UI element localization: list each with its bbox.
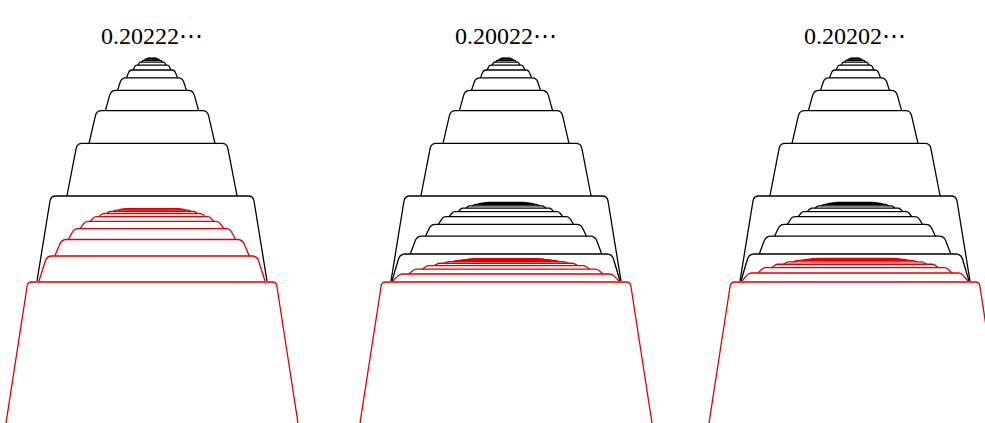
tower-layer <box>438 217 573 225</box>
tower-layer <box>498 59 513 60</box>
tower-layer <box>827 203 884 205</box>
tower-layer <box>492 62 520 65</box>
tower-layer <box>741 254 969 281</box>
tower-layer <box>133 65 171 70</box>
tower-layer <box>847 59 862 60</box>
tower-layer <box>798 212 912 217</box>
tower-layer <box>449 212 563 217</box>
tower-layer <box>835 202 875 204</box>
tower-layer <box>770 143 940 196</box>
tower-layer <box>393 274 619 281</box>
tower-layer <box>807 208 902 211</box>
tower-layer <box>409 269 603 274</box>
tower-layer <box>502 57 510 59</box>
tower-layer <box>460 259 551 261</box>
tower-layer <box>472 258 540 260</box>
tower-layer <box>831 202 878 204</box>
tower-layer <box>771 264 938 267</box>
tower-layer <box>478 203 535 205</box>
tower-layer <box>775 224 936 236</box>
tower-layer <box>458 208 553 211</box>
tower-layer <box>391 196 621 281</box>
base-block <box>709 282 985 423</box>
tower-layer <box>421 143 591 196</box>
tower-layer <box>482 202 529 204</box>
tower-layer <box>487 65 525 70</box>
tower-layer <box>802 259 908 260</box>
tower-layer <box>472 204 539 205</box>
tower-layer <box>467 258 546 260</box>
expansion-label: 0.20022⋯ <box>455 24 557 48</box>
tower-layer <box>444 262 568 264</box>
tower-layer <box>815 206 895 208</box>
tower-layer <box>453 260 559 261</box>
expansion-label: 0.20202⋯ <box>804 24 906 48</box>
tower-layer <box>410 236 602 254</box>
tower-layer <box>829 70 880 78</box>
tower-layer <box>793 260 917 262</box>
tower-layer <box>836 65 874 70</box>
tower-layer <box>89 111 215 144</box>
tower-layer <box>480 70 531 78</box>
tower-layer <box>148 57 156 59</box>
tower-layer <box>68 229 235 240</box>
tower-layer <box>146 58 157 60</box>
tower-layer <box>759 236 951 254</box>
tower-layer <box>123 208 181 210</box>
tower-layer <box>742 273 968 281</box>
expansion-label: 0.20222⋯ <box>101 24 203 48</box>
tower-layer <box>99 214 205 217</box>
tower-layer <box>792 111 918 144</box>
tower-layer <box>466 206 546 208</box>
tower-layer <box>67 143 237 196</box>
tower-layer <box>783 262 927 264</box>
tower-layer <box>113 210 192 211</box>
base-block <box>6 282 298 423</box>
tower-layer <box>55 240 249 257</box>
tower-layer <box>472 78 541 91</box>
tower-layer <box>434 263 578 265</box>
tower-layer <box>126 70 177 78</box>
tower-layer <box>138 62 166 65</box>
base-block <box>360 282 652 423</box>
tower-layer <box>144 59 159 60</box>
tower-layer <box>118 78 187 91</box>
tower-layer <box>426 224 587 236</box>
tower-layer <box>849 58 860 60</box>
tower-layer <box>39 256 265 281</box>
tower-layer <box>821 204 888 205</box>
tower-layer <box>758 268 952 273</box>
tower-layer <box>740 196 970 281</box>
tower-layer <box>821 78 890 91</box>
tower-layer <box>841 62 869 65</box>
tower-layer <box>851 57 859 59</box>
tower-layer <box>106 211 197 213</box>
tower-layer <box>105 90 198 110</box>
tower-layer <box>808 90 901 110</box>
tower-layer <box>787 217 922 225</box>
tower-layer <box>816 258 895 260</box>
tower-layer <box>422 266 589 269</box>
tower-layer <box>500 58 511 60</box>
tower-layer <box>443 111 569 144</box>
tower-layer <box>459 90 552 110</box>
tower-layer <box>486 202 526 204</box>
tower-layer <box>809 258 900 260</box>
tower-layer <box>118 209 186 211</box>
tower-layer <box>37 196 267 281</box>
tower-layer <box>392 254 620 281</box>
tower-layer <box>80 221 224 228</box>
tower-layer <box>90 217 214 222</box>
